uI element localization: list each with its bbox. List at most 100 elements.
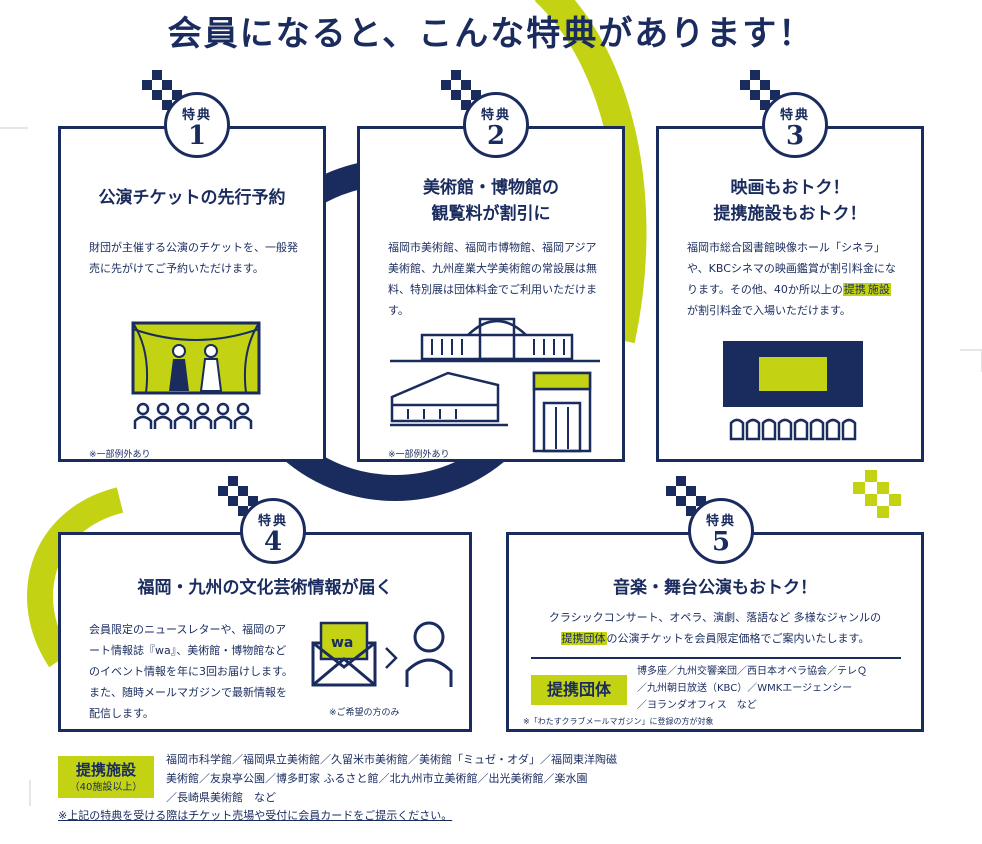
checker-square-decoration (162, 80, 172, 90)
partner-list-line1: 博多座／九州交響楽団／西日本オペラ協会／テレＱ (637, 666, 867, 677)
checker-square-decoration (142, 80, 152, 90)
checker-square-decoration (686, 506, 696, 516)
benefit-3-body-part1: 福岡市総合図書館映像ホール「シネラ」や、KBCシネマの映画鑑賞が割引料金になりま… (687, 241, 896, 296)
badge-label: 特典 (705, 514, 736, 529)
benefit-3-title-line2: 提携施設もおトク！ (713, 204, 867, 224)
checker-square-decoration (451, 90, 461, 100)
checker-square-decoration (238, 486, 248, 496)
badge-label: 特典 (257, 514, 288, 529)
badge-label: 特典 (480, 108, 511, 123)
cinema-screen-icon (723, 341, 863, 441)
benefit-2-body: 福岡市美術館、福岡市博物館、福岡アジア美術館、九州産業大学美術館の常設展は無料、… (388, 241, 597, 317)
benefit-card-1: 公演チケットの先行予約 財団が主催する公演のチケットを、一般発売に先がけてご予約… (58, 126, 326, 462)
checker-square-decoration (760, 100, 770, 110)
checker-square-decoration (461, 80, 471, 90)
checker-square-decoration (248, 496, 258, 506)
benefit-4-note: ※ご希望の方のみ (329, 708, 400, 718)
theater-stage-icon (131, 321, 261, 429)
checker-square-decoration (750, 90, 760, 100)
benefit-card-5: 音楽・舞台公演もおトク！ クラシックコンサート、オペラ、演劇、落語など 多様なジ… (506, 532, 924, 732)
benefit-2-title-line2: 観覧料が割引に (431, 204, 551, 224)
partner-list-line3: ／ヨランダオフィス など (637, 700, 757, 711)
museum-buildings-icon (390, 317, 600, 453)
checker-square-decoration (172, 90, 182, 100)
benefit-5-body-line1: クラシックコンサート、オペラ、演劇、落語など 多様なジャンルの (548, 611, 882, 624)
badge-label: 特典 (779, 108, 810, 123)
benefit-5-title: 音楽・舞台公演もおトク！ (613, 578, 817, 598)
checker-square-decoration (676, 496, 686, 506)
checker-square-decoration (686, 486, 696, 496)
checker-square-decoration (760, 80, 770, 90)
partner-facilities-sublabel: （40施設以上） (69, 782, 143, 793)
benefit-1-title: 公演チケットの先行予約 (98, 188, 286, 208)
checker-square-decoration (441, 80, 451, 90)
partner-facilities-label: 提携施設 （40施設以上） (58, 756, 154, 798)
facilities-list-line1: 福岡市科学館／福岡県立美術館／久留米市美術館／美術館「ミュゼ・オダ」／福岡東洋陶… (166, 753, 617, 766)
badge-number: 4 (263, 527, 283, 557)
person-icon (405, 621, 453, 687)
checker-square-decoration (162, 100, 172, 110)
benefit-5-note: ※「わたすクラブメールマガジン」に登録の方が対象 (523, 717, 714, 726)
checker-square-decoration (666, 486, 676, 496)
partner-groups-list: 博多座／九州交響楽団／西日本オペラ協会／テレＱ ／九州朝日放送（KBC）／WMK… (637, 663, 867, 714)
checker-square-decoration (471, 90, 481, 100)
badge-number: 2 (486, 121, 506, 151)
checker-square-decoration (238, 506, 248, 516)
partner-groups-label: 提携団体 (531, 675, 627, 705)
benefit-4-title: 福岡・九州の文化芸術情報が届く (137, 578, 393, 598)
checker-square-decoration (676, 476, 686, 486)
checker-square-decoration (750, 70, 760, 80)
benefit-card-3: 映画もおトク！ 提携施設もおトク！ 福岡市総合図書館映像ホール「シネラ」や、KB… (656, 126, 924, 462)
partner-facilities-list: 福岡市科学館／福岡県立美術館／久留米市美術館／美術館「ミュゼ・オダ」／福岡東洋陶… (166, 750, 617, 807)
benefit-4-body: 会員限定のニュースレターや、福岡のアート情報誌『wa』、美術館・博物館などのイベ… (89, 623, 293, 720)
page-title: 会員になると、こんな特典があります！ (167, 14, 815, 54)
partner-facilities-label-text: 提携施設 (75, 761, 136, 779)
benefit-2-note: ※一部例外あり (388, 450, 450, 460)
checker-square-decoration (770, 90, 780, 100)
benefit-5-body-highlight: 提携団体 (560, 632, 607, 645)
checker-square-decoration (451, 70, 461, 80)
partner-divider (531, 657, 901, 659)
facilities-list-line3: ／長崎県美術館 など (166, 791, 276, 804)
benefit-card-4: 福岡・九州の文化芸術情報が届く 会員限定のニュースレターや、福岡のアート情報誌『… (58, 532, 472, 732)
checker-square-decoration (152, 70, 162, 80)
benefit-3-body-highlight1: 提携 (842, 283, 867, 296)
checker-square-decoration (228, 496, 238, 506)
benefit-3-title-line1: 映画もおトク！ (730, 178, 850, 198)
facilities-list-line2: 美術館／友泉亭公園／博多町家 ふるさと館／北九州市立美術館／出光美術館／楽水園 (166, 772, 588, 785)
checker-square-decoration (228, 476, 238, 486)
badge-label: 特典 (181, 108, 212, 123)
badge-number: 3 (785, 121, 805, 151)
benefit-5-body: クラシックコンサート、オペラ、演劇、落語など 多様なジャンルの 提携団体の公演チ… (509, 607, 921, 649)
checker-square-decoration (218, 486, 228, 496)
chevron-right-icon (385, 647, 398, 669)
benefit-1-body: 財団が主催する公演のチケットを、一般発売に先がけてご予約いただけます。 (89, 241, 298, 275)
badge-number: 1 (187, 121, 207, 151)
badge-number: 5 (711, 527, 731, 557)
benefit-2-title-line1: 美術館・博物館の (423, 178, 559, 198)
benefit-5-body-line2: の公演チケットを会員限定価格でご案内いたします。 (606, 632, 870, 645)
envelope-wa-text: wa (331, 635, 353, 651)
partner-list-line2: ／九州朝日放送（KBC）／WMKエージェンシー (637, 683, 853, 694)
checker-square-decoration (740, 80, 750, 90)
checker-square-decoration (152, 90, 162, 100)
card-presentation-notice: ※上記の特典を受ける際はチケット売場や受付に会員カードをご提示ください。 (58, 809, 453, 822)
checker-square-decoration (696, 496, 706, 506)
benefit-card-2: 美術館・博物館の 観覧料が割引に 福岡市美術館、福岡市博物館、福岡アジア美術館、… (357, 126, 625, 462)
benefit-1-note: ※一部例外あり (89, 450, 151, 460)
benefit-3-body-highlight2: 施設 (866, 283, 891, 296)
newsletter-envelope-icon: wa (311, 621, 377, 687)
checker-square-decoration (461, 100, 471, 110)
benefit-3-body-part2: が割引料金で入場いただけます。 (687, 304, 851, 317)
benefit-3-body: 福岡市総合図書館映像ホール「シネラ」や、KBCシネマの映画鑑賞が割引料金になりま… (687, 237, 901, 321)
